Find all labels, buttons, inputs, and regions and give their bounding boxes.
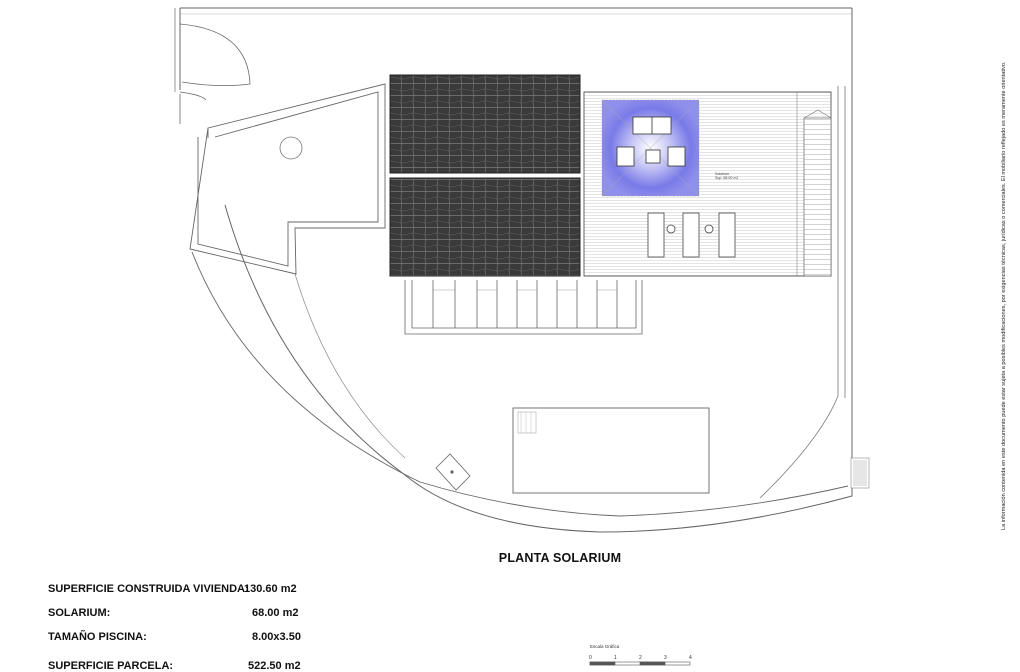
legal-disclaimer-text: La información contenida en este documen…: [1001, 61, 1007, 530]
scale-tick-label: 1: [614, 655, 617, 661]
pool-outline: [512, 407, 710, 494]
tree-icon: [279, 136, 303, 160]
scale-tick-label: 0: [589, 655, 592, 661]
drawing-title: PLANTA SOLARIUM: [498, 551, 622, 565]
summary-value: 522.50 m2: [248, 660, 301, 672]
room-label: Solarium Sup. 68.00 m2: [715, 172, 738, 180]
summary-label: TAMAÑO PISCINA:: [48, 631, 147, 643]
legal-disclaimer: La información contenida en este documen…: [1000, 12, 1010, 532]
summary-label: SUPERFICIE PARCELA:: [48, 660, 174, 672]
room-label-area: Sup. 68.00 m2: [715, 176, 739, 180]
summary-label: SOLARIUM:: [48, 607, 111, 619]
sofa-set-icon: [616, 116, 686, 167]
shed-icon: [435, 453, 471, 491]
plot-sign-fill: [853, 460, 867, 486]
scale-label: Escala Gráfica: [590, 644, 620, 649]
plot-boundary: [174, 7, 853, 533]
room-label-name: Solarium: [715, 172, 730, 176]
summary-value: 68.00 m2: [252, 607, 299, 619]
side-path: [759, 86, 846, 499]
pergola-frame: [404, 280, 643, 335]
summary-value: 8.00x3.50: [252, 631, 301, 643]
summary-value: 130.60 m2: [244, 583, 297, 595]
scale-tick-label: 3: [664, 655, 667, 661]
roof-tiles-north: [389, 74, 581, 174]
scale-bar: [589, 661, 691, 666]
sun-lounger-icon: [647, 212, 736, 258]
scale-tick-label: 4: [689, 655, 692, 661]
entrance-door-icon: [179, 23, 251, 124]
roof-tiles-south: [389, 177, 581, 277]
scale-tick-label: 2: [639, 655, 642, 661]
garden-path: [189, 83, 849, 517]
summary-label: SUPERFICIE CONSTRUIDA VIVIENDA:: [48, 583, 249, 595]
